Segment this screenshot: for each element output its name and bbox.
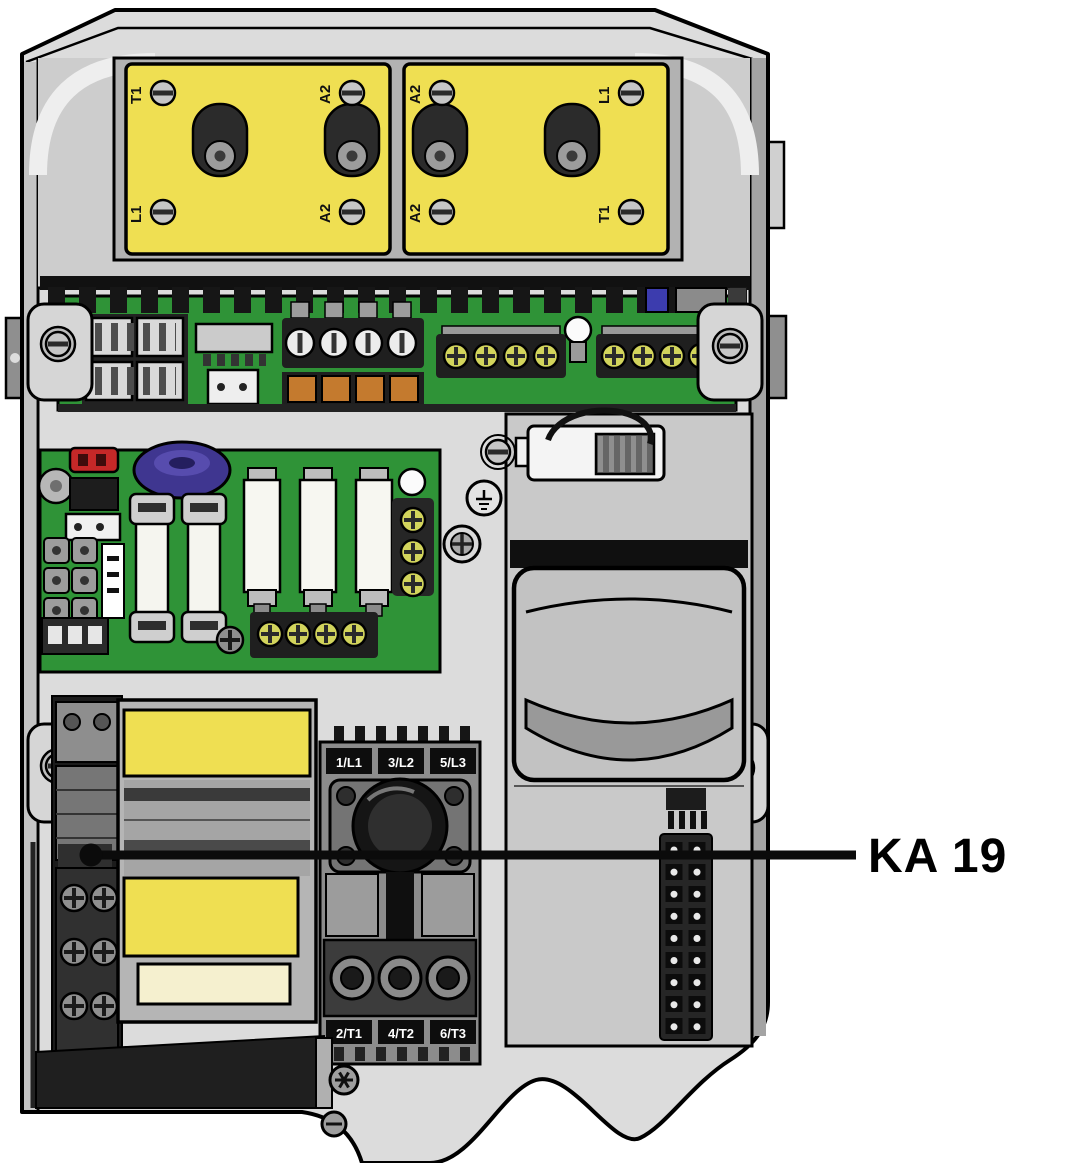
relay-terminal-screw: [89, 991, 119, 1021]
screw-terminal: [600, 342, 628, 370]
terminal-cover-left: T1 A2 L1 A2: [124, 62, 392, 256]
bottom-section: [35, 1034, 360, 1138]
top-chamfer-line: [25, 26, 763, 64]
cover-plate: [124, 62, 392, 256]
right-housing: [504, 412, 754, 1048]
cover-screw: [617, 198, 645, 226]
mounting-tab-upper-right: [696, 302, 764, 402]
terminal-label: T1: [128, 86, 145, 104]
terminal-label: A2: [407, 85, 424, 104]
relay-terminal-screw: [59, 991, 89, 1021]
blue-component: [645, 287, 669, 313]
small-connector: [666, 788, 706, 810]
cartridge-fuse: [354, 467, 394, 617]
relay-ka19: [51, 695, 318, 1059]
pcb-screw: [215, 625, 245, 655]
fuse-holder-blocks: [82, 314, 188, 406]
callout-dot: [79, 843, 103, 867]
callout-label: KA 19: [868, 830, 1007, 883]
led-dome: [397, 467, 427, 497]
screw-terminal: [442, 342, 470, 370]
chassis-screw: [484, 438, 512, 466]
signal-terminal-strip-left: [436, 325, 566, 378]
screw-terminal: [399, 506, 427, 534]
terminal-label: A2: [407, 204, 424, 223]
cover-screw: [149, 198, 177, 226]
top-terminal-section: T1 A2 L1 A2 A2 L1 A2 T1: [29, 53, 759, 290]
relay-label-lower: [122, 876, 300, 958]
wire: [545, 407, 654, 445]
contactor-terminal-label: 2/T1: [336, 1026, 362, 1041]
screw-terminal: [502, 342, 530, 370]
relay-terminal-screw: [89, 937, 119, 967]
screw-terminal: [312, 620, 340, 648]
callout: KA 19: [79, 830, 1007, 883]
contactor: 1/L1 3/L2 5/L3 2/T1 4/T2 6/T3: [318, 726, 482, 1066]
cover-screw: [149, 79, 177, 107]
label-plate-area: [526, 407, 666, 482]
terminal-label: A2: [317, 85, 334, 104]
red-component: [68, 446, 120, 474]
orange-terminal: [355, 375, 385, 403]
mount-screw: [716, 332, 744, 360]
cartridge-fuse: [242, 467, 282, 617]
relay-terminal-screw: [89, 883, 119, 913]
control-pcb: [37, 440, 442, 674]
screw-terminal: [629, 342, 657, 370]
relay-label-upper: [122, 708, 312, 778]
mount-screw: [44, 330, 72, 358]
screw-terminal: [256, 620, 284, 648]
mounting-tab-upper-left: [26, 302, 94, 402]
terminal-label: L1: [128, 205, 145, 223]
orange-terminal: [287, 375, 317, 403]
led-dome: [563, 315, 593, 345]
cartridge-fuse: [298, 467, 338, 617]
screw-terminal: [399, 570, 427, 598]
terminal-cover-right: A2 L1 A2 T1: [402, 62, 670, 256]
screw-terminal: [340, 620, 368, 648]
screw-terminal: [658, 342, 686, 370]
contactor-terminal-label: 1/L1: [336, 755, 362, 770]
terminal-label: A2: [317, 204, 334, 223]
contactor-terminal-label: 4/T2: [388, 1026, 414, 1041]
orange-terminal: [389, 375, 419, 403]
plug-connector: [194, 322, 274, 406]
terminal-label: T1: [596, 205, 613, 223]
io-terminal-strip: [659, 833, 713, 1041]
upper-pcb-components: [58, 301, 736, 412]
relay-terminal-screw: [59, 937, 89, 967]
screw-terminal: [284, 620, 312, 648]
contactor-terminal-label: 6/T3: [440, 1026, 466, 1041]
cover-screw: [338, 79, 366, 107]
connector-grid: [43, 537, 98, 624]
power-terminal-block: [282, 301, 424, 406]
cartridge-fuse: [180, 492, 228, 644]
contactor-terminal-label: 3/L2: [388, 755, 414, 770]
cover-screw: [428, 198, 456, 226]
contactor-terminal-label: 5/L3: [440, 755, 466, 770]
screw-terminal: [472, 342, 500, 370]
cover-screw: [428, 79, 456, 107]
cover-screw: [617, 79, 645, 107]
cover-screw: [338, 198, 366, 226]
relay-component: [69, 477, 119, 511]
orange-terminal: [321, 375, 351, 403]
terminal-label: L1: [596, 86, 613, 104]
screw-terminal: [532, 342, 560, 370]
label-sticker: [101, 543, 125, 619]
cartridge-fuse: [128, 492, 176, 644]
cover-plate: [402, 62, 670, 256]
capacitor: [594, 432, 656, 476]
relay-terminal-screw: [59, 883, 89, 913]
screw-terminal: [399, 538, 427, 566]
relay-label-pale: [136, 962, 292, 1006]
